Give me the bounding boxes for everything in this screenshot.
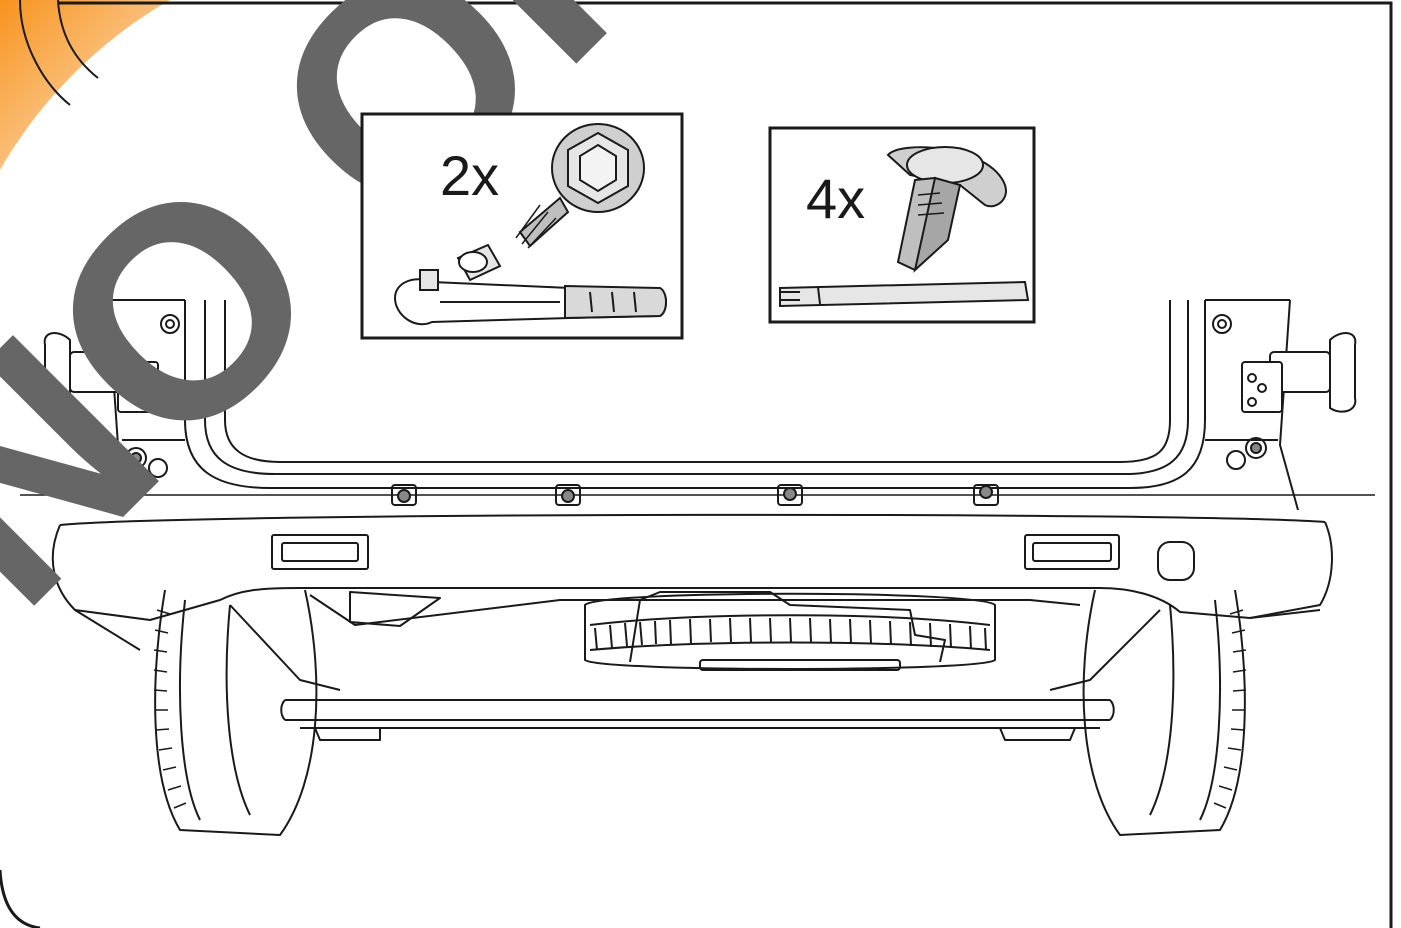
trim-removal-tool-icon — [779, 280, 1030, 308]
underbody-frame — [309, 594, 1081, 626]
right-trailing-arm — [1049, 609, 1161, 691]
right-side-bolt — [1226, 437, 1267, 470]
left-wheel — [153, 589, 318, 836]
clip-kit-panel: 4x — [768, 126, 1036, 324]
right-hinge — [1212, 314, 1357, 413]
exhaust-unit — [349, 591, 441, 627]
left-trailing-arm — [229, 604, 341, 691]
tailgate-opening-outer — [184, 300, 1206, 489]
push-clip-icon — [886, 146, 1007, 273]
tailgate-seal — [224, 300, 1171, 463]
hex-flange-bolt-icon — [515, 123, 645, 249]
right-reflector — [1024, 534, 1120, 570]
corner-arc-outer — [19, 0, 71, 106]
vehicle-rear — [20, 299, 1375, 836]
tow-eye-cover — [1157, 541, 1195, 581]
clip-quantity-label: 4x — [806, 167, 865, 230]
left-reflector — [271, 534, 369, 570]
bumper-top-edge — [59, 513, 1326, 526]
bumper-lower-edge — [74, 609, 1321, 651]
bolt-quantity-label: 2x — [440, 144, 499, 207]
left-side-bolt — [125, 447, 168, 478]
bolt-kit-panel: 2x — [360, 112, 684, 340]
ratchet-wrench-icon — [393, 269, 667, 326]
socket-icon — [456, 243, 502, 282]
crossmember-lower — [300, 727, 1100, 741]
bumper-clip-points — [391, 484, 999, 506]
right-wheel — [1082, 589, 1247, 836]
spare-wheel — [584, 591, 996, 671]
corner-arc-inner — [57, 0, 99, 79]
corner-accent — [0, 0, 170, 170]
left-hinge — [43, 314, 180, 413]
bumper-body — [51, 521, 1333, 621]
crossmember — [280, 699, 1115, 721]
left-pillar — [101, 299, 185, 511]
right-pillar — [1205, 299, 1299, 511]
tailgate-opening-inner — [204, 300, 1189, 475]
